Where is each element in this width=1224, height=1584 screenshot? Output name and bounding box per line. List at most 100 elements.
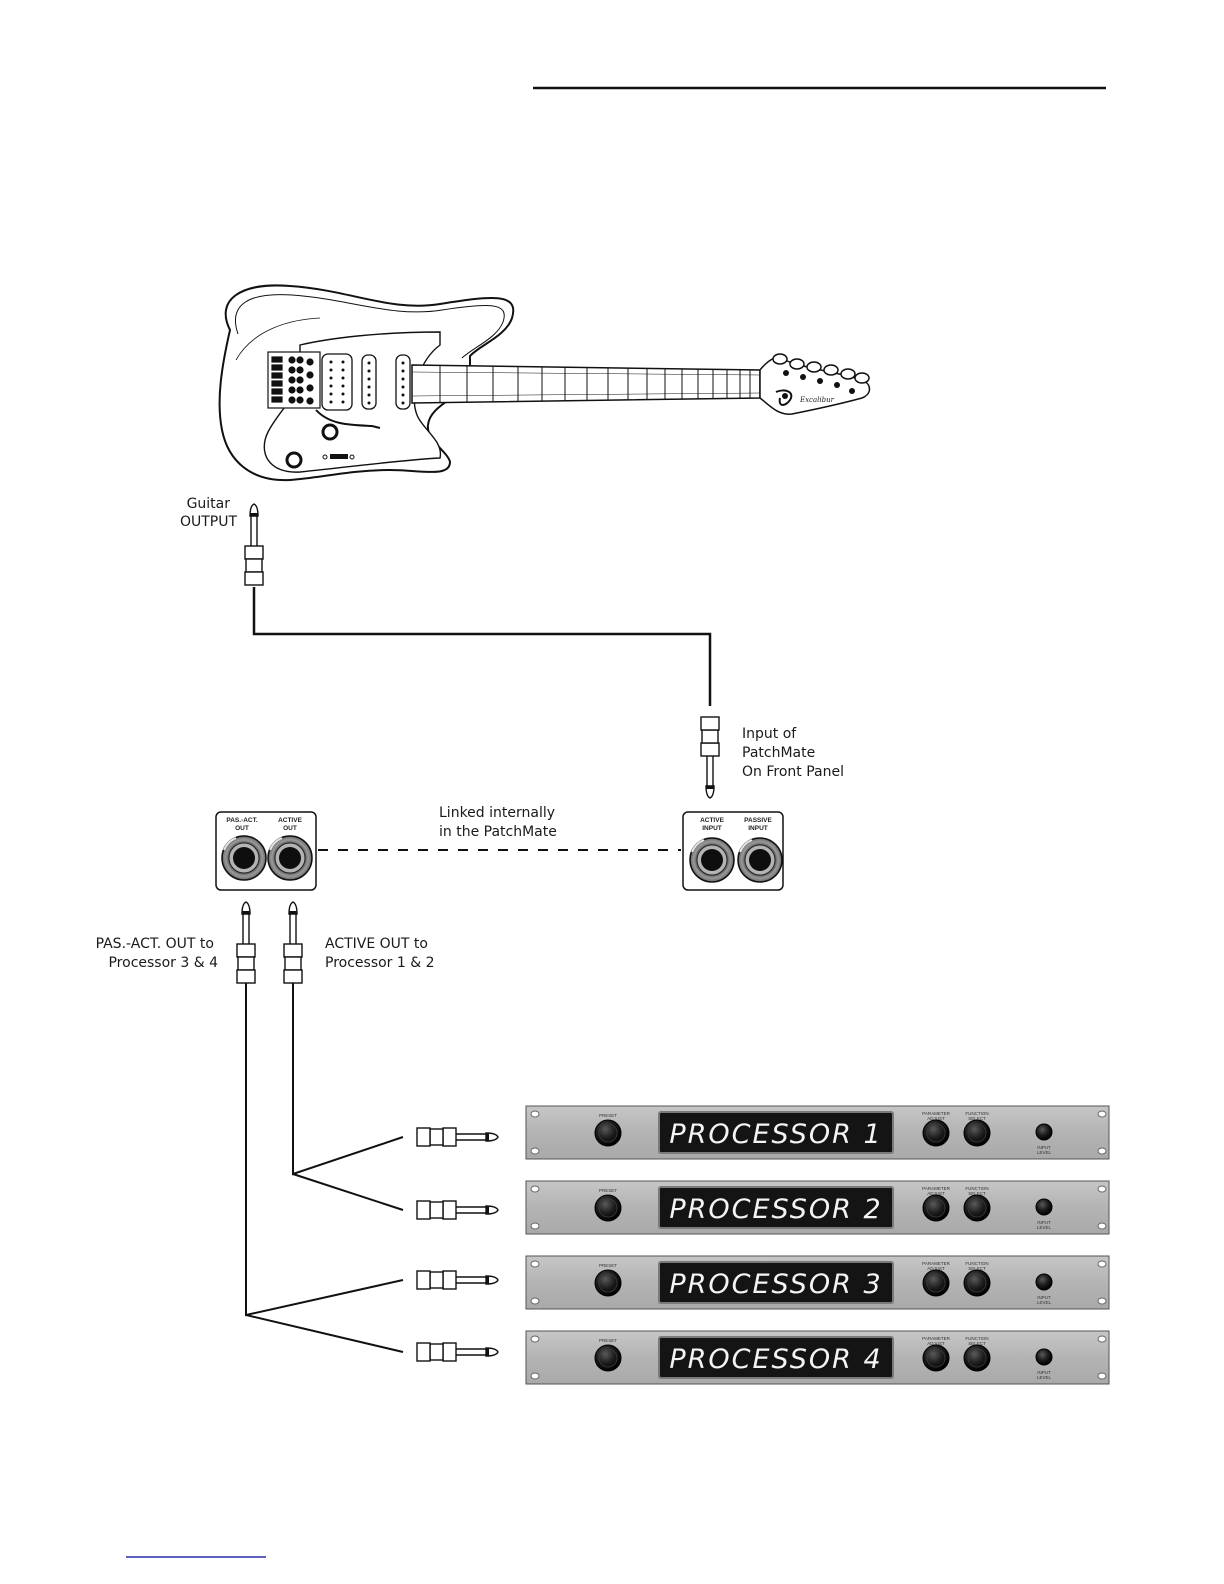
input-level-label: INPUT (1037, 1220, 1051, 1225)
function-knob-label-2: SELECT (968, 1116, 986, 1121)
preset-knob-label: PRESET (599, 1263, 617, 1268)
processor-rack-4: PRESET PROCESSOR 4 PARAMETER ADJUST FUNC… (525, 1330, 1110, 1385)
guitar-neck (411, 364, 761, 404)
function-select-knob (963, 1119, 991, 1147)
function-knob-label-2: SELECT (968, 1341, 986, 1346)
function-knob-label: FUNCTION (965, 1261, 988, 1266)
function-knob-label-2: SELECT (968, 1266, 986, 1271)
processor-3-plug (416, 1270, 499, 1290)
tone-knob (285, 451, 303, 469)
active-input-jack-label-2: INPUT (702, 825, 722, 832)
internal-link-label-2: in the PatchMate (439, 824, 557, 840)
processor-display (658, 1111, 894, 1154)
guitar-output-label: Guitar (187, 496, 231, 512)
patchmate-input-label-2: PatchMate (742, 745, 815, 761)
guitar-output-plug (244, 503, 264, 586)
processor-display-text: PROCESSOR 2 (669, 1194, 882, 1225)
passive-input-jack (737, 837, 783, 883)
input-level-label-2: LEVEL (1037, 1150, 1052, 1155)
function-select-knob (963, 1194, 991, 1222)
passive-input-jack-label-2: INPUT (748, 825, 768, 832)
processor-rack-1: PRESET PROCESSOR 1 PARAMETER ADJUST FUNC… (525, 1105, 1110, 1160)
pas-act-out-jack-label-2: OUT (235, 825, 249, 832)
processor-1-plug (416, 1127, 499, 1147)
pas-act-out-plug (236, 901, 256, 984)
cable-active-to-p2 (292, 1173, 404, 1211)
pas-act-out-jack (221, 835, 267, 881)
cable-guitar-to-patchmate (252, 587, 712, 706)
patchmate-input-label: Input of (742, 726, 797, 742)
patchmate-input-label-3: On Front Panel (742, 764, 844, 780)
split-cables (245, 983, 404, 1353)
patchmate-output-panel: PAS.-ACT. OUT ACTIVE OUT (215, 811, 317, 891)
input-level-label-2: LEVEL (1037, 1375, 1052, 1380)
preset-knob (594, 1194, 622, 1222)
processor-rack-3: PRESET PROCESSOR 3 PARAMETER ADJUST FUNC… (525, 1255, 1110, 1310)
preset-knob-label: PRESET (599, 1188, 617, 1193)
pas-act-routing-label-2: Processor 3 & 4 (108, 955, 218, 971)
preset-knob-label: PRESET (599, 1113, 617, 1118)
volume-knob (321, 423, 339, 441)
input-level-label: INPUT (1037, 1295, 1051, 1300)
pas-act-out-jack-label: PAS.-ACT. (226, 817, 257, 824)
input-level-knob (1035, 1348, 1053, 1366)
parameter-knob-label: PARAMETER (922, 1336, 950, 1341)
processor-display-text: PROCESSOR 3 (669, 1269, 882, 1300)
input-level-label-2: LEVEL (1037, 1225, 1052, 1230)
preset-knob (594, 1269, 622, 1297)
cable-pasact-to-p3 (245, 983, 404, 1317)
function-select-knob (963, 1269, 991, 1297)
processor-4-plug (416, 1342, 499, 1362)
parameter-adjust-knob (922, 1269, 950, 1297)
internal-link-label: Linked internally (439, 805, 555, 821)
parameter-knob-label: PARAMETER (922, 1111, 950, 1116)
processor-display-text: PROCESSOR 4 (669, 1344, 882, 1375)
guitar-output-label-2: OUTPUT (180, 514, 238, 530)
active-out-jack (267, 835, 313, 881)
parameter-knob-label: PARAMETER (922, 1186, 950, 1191)
function-knob-label: FUNCTION (965, 1186, 988, 1191)
active-routing-label: ACTIVE OUT to (325, 936, 428, 952)
function-knob-label: FUNCTION (965, 1111, 988, 1116)
function-knob-label: FUNCTION (965, 1336, 988, 1341)
parameter-knob-label-2: ADJUST (927, 1341, 945, 1346)
pas-act-routing-label: PAS.-ACT. OUT to (96, 936, 214, 952)
active-input-jack (689, 837, 735, 883)
active-routing-label-2: Processor 1 & 2 (325, 955, 435, 971)
active-out-jack-label: ACTIVE (278, 817, 303, 824)
processor-display-text: PROCESSOR 1 (669, 1119, 882, 1150)
cable-active-to-p1 (292, 983, 404, 1176)
parameter-knob-label-2: ADJUST (927, 1191, 945, 1196)
input-level-knob (1035, 1273, 1053, 1291)
input-level-label-2: LEVEL (1037, 1300, 1052, 1305)
guitar-illustration: Excalibur (218, 284, 871, 482)
patchmate-input-plug (700, 716, 720, 799)
active-out-plug (283, 901, 303, 984)
passive-input-jack-label: PASSIVE (744, 817, 772, 824)
processor-display (658, 1186, 894, 1229)
parameter-knob-label-2: ADJUST (927, 1266, 945, 1271)
input-level-knob (1035, 1198, 1053, 1216)
function-select-knob (963, 1344, 991, 1372)
input-level-label: INPUT (1037, 1145, 1051, 1150)
active-out-jack-label-2: OUT (283, 825, 297, 832)
parameter-adjust-knob (922, 1119, 950, 1147)
parameter-adjust-knob (922, 1194, 950, 1222)
cable-pasact-to-p4 (245, 1314, 404, 1353)
input-level-label: INPUT (1037, 1370, 1051, 1375)
processor-display (658, 1261, 894, 1304)
active-input-jack-label: ACTIVE (700, 817, 725, 824)
parameter-knob-label-2: ADJUST (927, 1116, 945, 1121)
guitar-brand: Excalibur (799, 396, 835, 404)
processor-display (658, 1336, 894, 1379)
preset-knob-label: PRESET (599, 1338, 617, 1343)
preset-knob (594, 1119, 622, 1147)
preset-knob (594, 1344, 622, 1372)
parameter-knob-label: PARAMETER (922, 1261, 950, 1266)
patchmate-input-panel: ACTIVE INPUT PASSIVE INPUT (682, 811, 784, 891)
processor-2-plug (416, 1200, 499, 1220)
processor-rack-2: PRESET PROCESSOR 2 PARAMETER ADJUST FUNC… (525, 1180, 1110, 1235)
function-knob-label-2: SELECT (968, 1191, 986, 1196)
input-level-knob (1035, 1123, 1053, 1141)
